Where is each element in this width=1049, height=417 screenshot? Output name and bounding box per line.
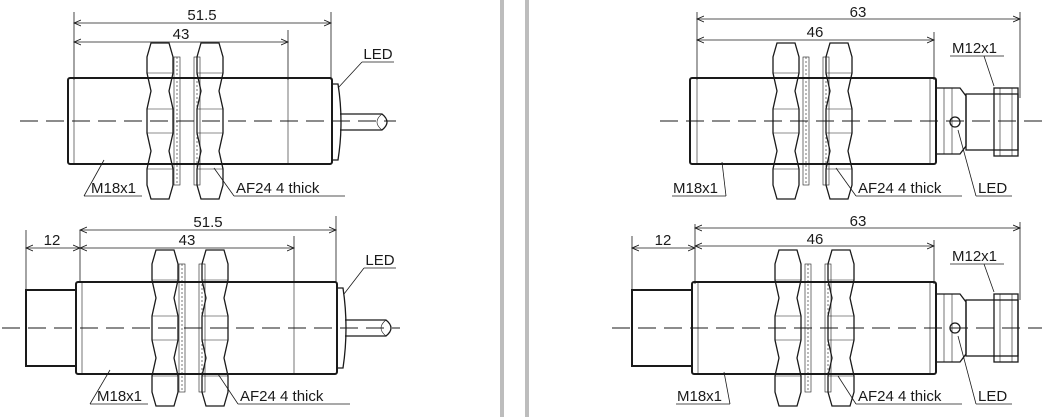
led-label: LED <box>978 180 1007 197</box>
thread-label: M18x1 <box>677 388 722 405</box>
dimension-extension: 12 <box>655 232 672 249</box>
connector-thread <box>965 93 1019 151</box>
panel-divider-right <box>525 0 529 417</box>
dimension-total-length: 51.5 <box>187 7 216 24</box>
panel-divider-left <box>500 0 504 417</box>
dimension-body-length: 43 <box>179 232 196 249</box>
dimension-body-length: 46 <box>807 24 824 41</box>
dimension-total-length: 63 <box>850 213 867 230</box>
thread-label: M18x1 <box>97 388 142 405</box>
nut-label: AF24 4 thick <box>240 388 324 405</box>
nut-label: AF24 4 thick <box>858 388 942 405</box>
led-label: LED <box>365 252 394 269</box>
dimension-extension: 12 <box>44 232 61 249</box>
thread-label: M18x1 <box>91 180 136 197</box>
drawing-connector-flush: 63 46 M12x1 M18x1 AF24 4 thick <box>660 4 1042 200</box>
rear-cap <box>332 83 342 161</box>
cable <box>340 113 388 131</box>
dimension-body-length: 43 <box>173 26 190 43</box>
led-label: LED <box>363 46 392 63</box>
nut-label: AF24 4 thick <box>858 180 942 197</box>
connector-thread-label: M12x1 <box>952 40 997 57</box>
cable <box>345 319 392 337</box>
drawing-cable-flush: 51.5 43 LED M18x1 AF24 4 thick <box>20 7 396 200</box>
drawing-cable-nonflush: 12 51.5 43 LED M18x1 AF24 4 thick <box>2 214 400 407</box>
led-window <box>949 116 961 128</box>
dimension-body-length: 46 <box>807 231 824 248</box>
dimension-total-length: 51.5 <box>193 214 222 231</box>
drawing-connector-nonflush: 12 63 46 M12x1 M18x1 AF24 4 thick <box>612 213 1042 407</box>
led-label: LED <box>978 388 1007 405</box>
thread-label: M18x1 <box>673 180 718 197</box>
dimension-total-length: 63 <box>850 4 867 21</box>
nut-label: AF24 4 thick <box>236 180 320 197</box>
connector-thread-label: M12x1 <box>952 248 997 265</box>
sensor-body <box>75 281 338 375</box>
